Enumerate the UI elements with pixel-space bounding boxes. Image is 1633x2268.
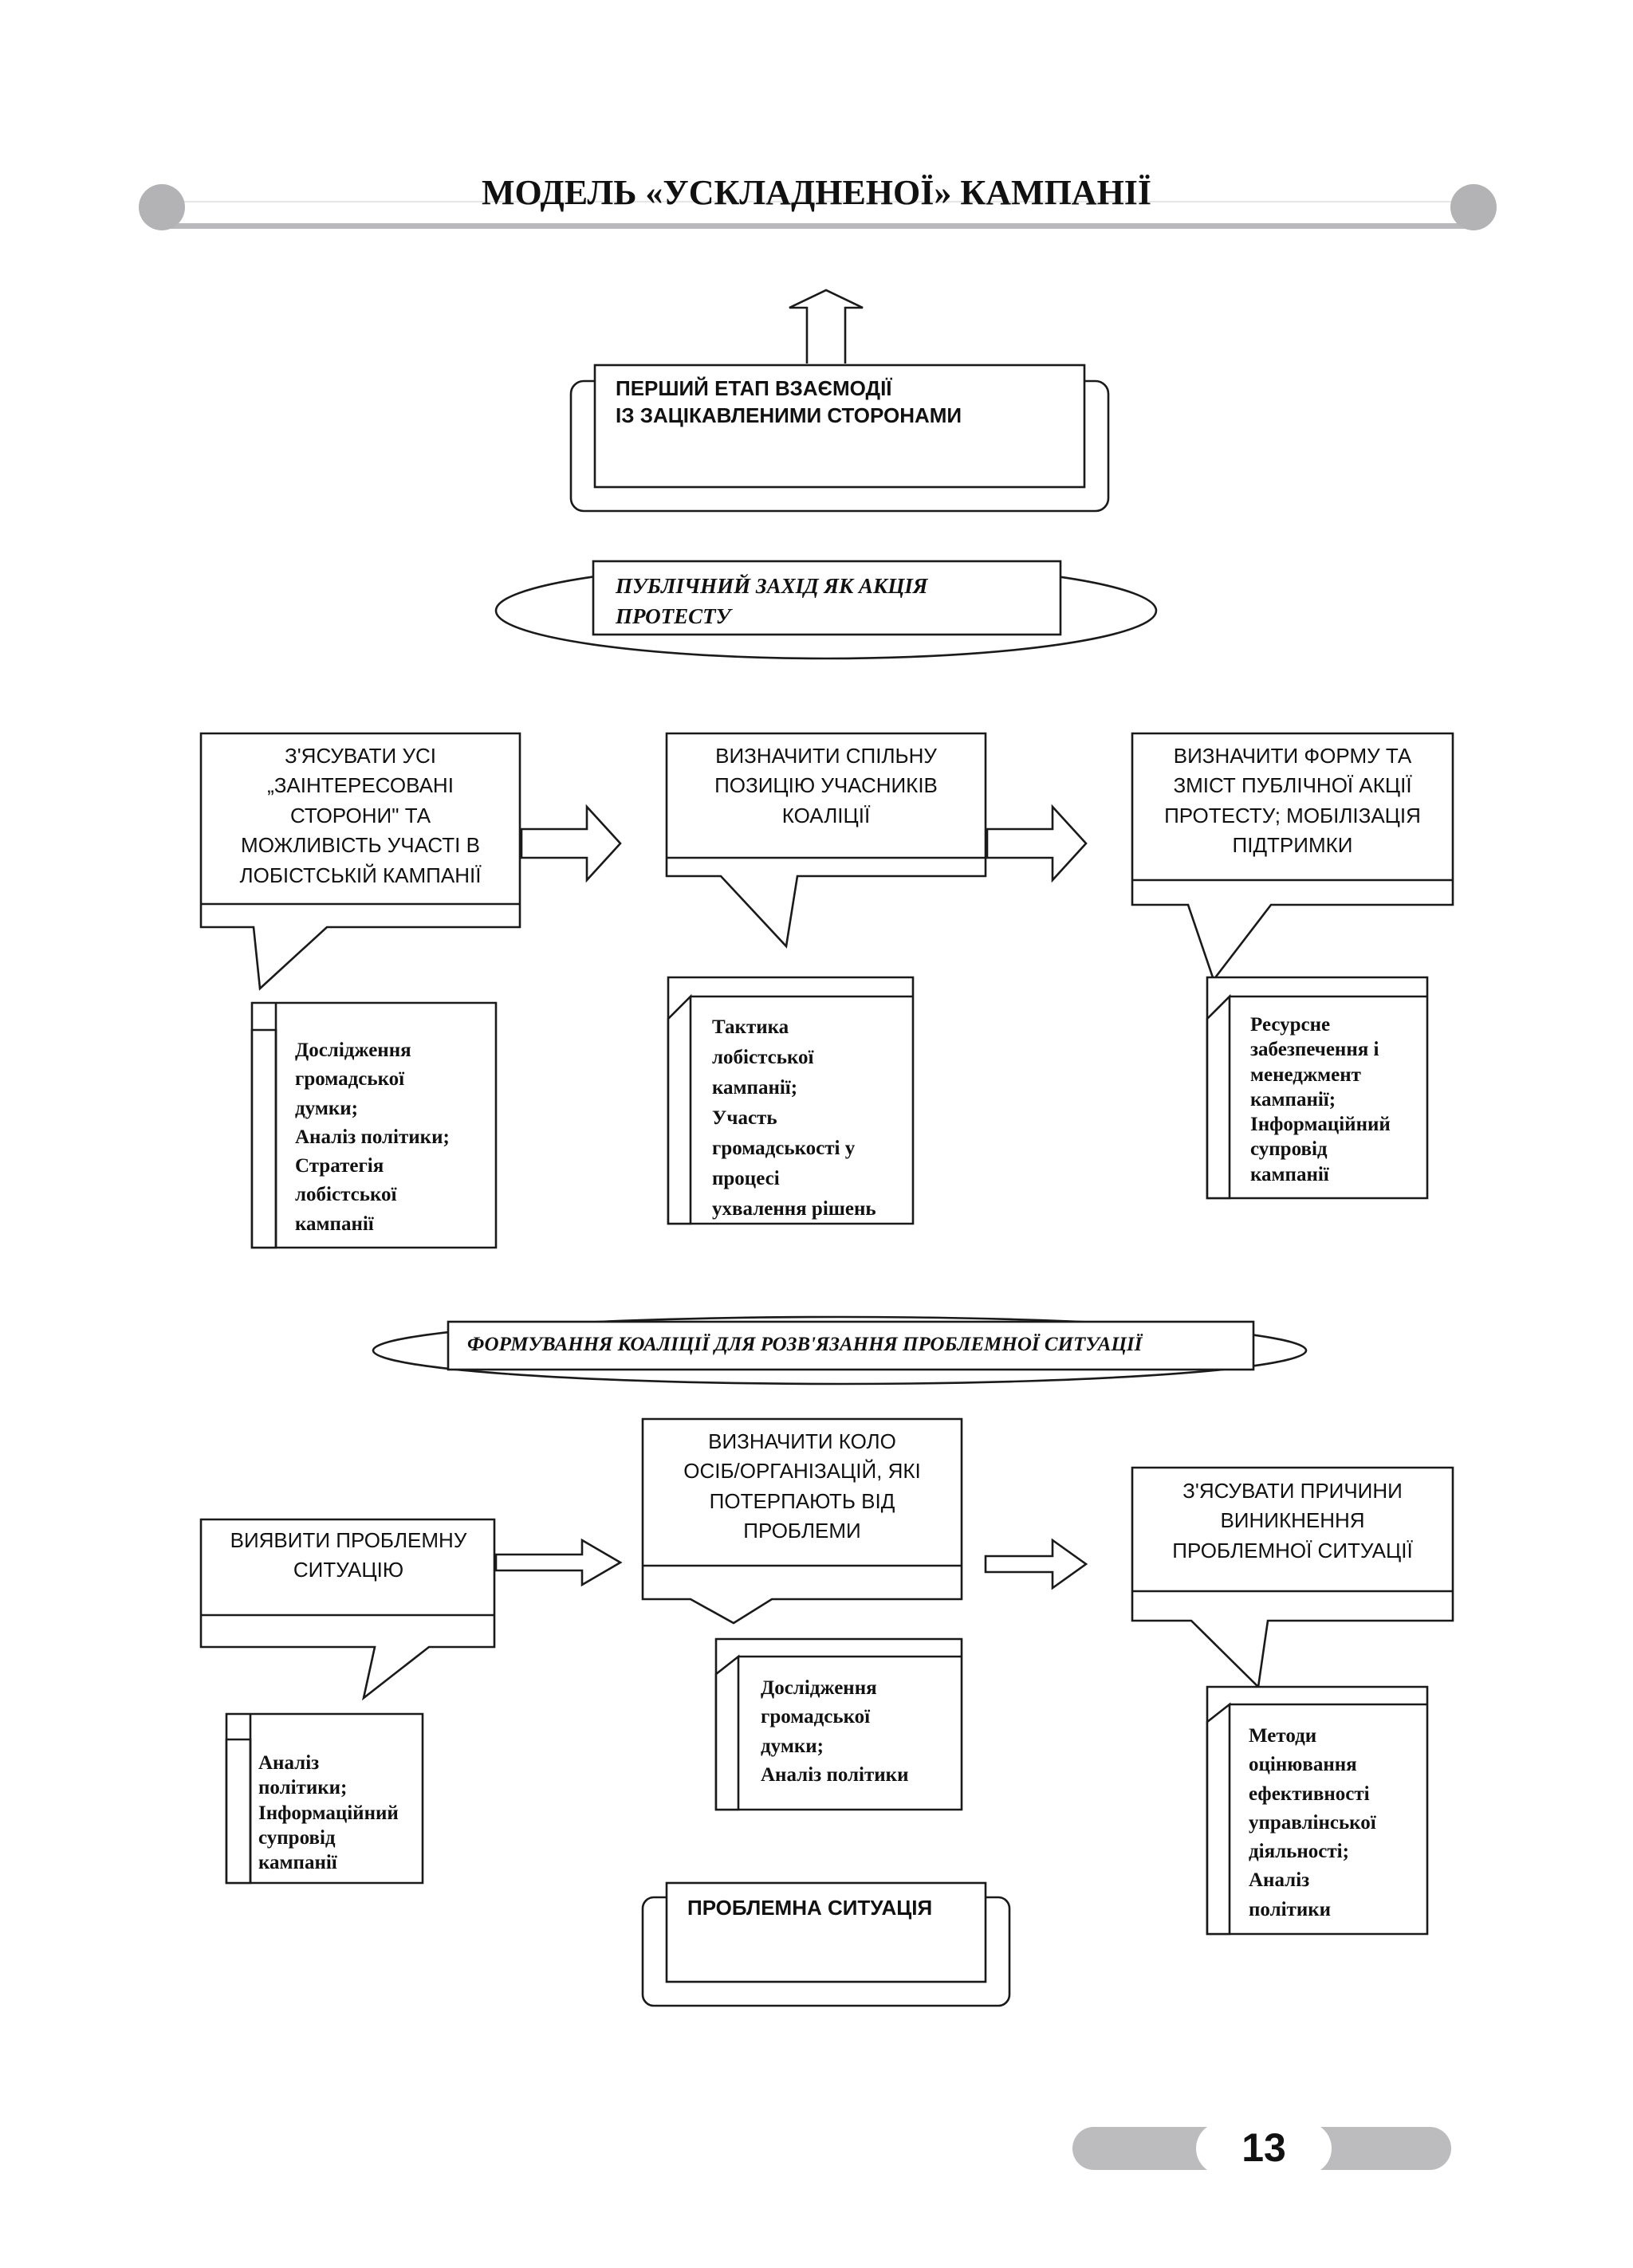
coalition-banner xyxy=(372,1315,1308,1386)
upper-tool-1-label: Дослідження громадської думки; Аналіз по… xyxy=(295,1040,450,1235)
upper-step-1-box xyxy=(199,732,521,991)
upper-tool-3-frame xyxy=(1206,976,1429,1200)
upper-step-1-label: З'ЯСУВАТИ УСІ „ЗАІНТЕРЕСОВАНІ СТОРОНИ" Т… xyxy=(239,744,482,887)
problem-title: ПРОБЛЕМНА СИТУАЦІЯ xyxy=(687,1896,933,1920)
arrow-right-icon xyxy=(984,1538,1088,1590)
public-event-banner-label: ПУБЛІЧНИЙ ЗАХІД ЯК АКЦІЯ ПРОТЕСТУ xyxy=(616,574,928,629)
up-arrow xyxy=(789,289,864,364)
lower-step-3-box xyxy=(1131,1466,1454,1689)
upper-step-2-label: ВИЗНАЧИТИ СПІЛЬНУ ПОЗИЦІЮ УЧАСНИКІВ КОАЛ… xyxy=(714,744,938,827)
lower-step-2-label: ВИЗНАЧИТИ КОЛО ОСІБ/ОРГАНІЗАЦІЙ, ЯКІ ПОТ… xyxy=(683,1429,921,1543)
page-title: МОДЕЛЬ «УСКЛАДНЕНОЇ» КАМПАНІЇ xyxy=(481,173,1152,212)
upper-tool-2-label: Тактика лобістської кампанії; Участь гро… xyxy=(712,1016,876,1220)
problem-box xyxy=(641,1881,1011,2007)
header-bar xyxy=(139,184,1497,230)
upper-step-2-box xyxy=(665,732,987,949)
upper-step-3-label: ВИЗНАЧИТИ ФОРМУ ТА ЗМІСТ ПУБЛІЧНОЇ АКЦІЇ… xyxy=(1164,744,1421,858)
upper-step-3-box xyxy=(1131,732,1454,982)
arrow-right-icon xyxy=(986,804,1088,883)
lower-tool-3-frame xyxy=(1206,1685,1429,1936)
lower-tool-2-frame xyxy=(714,1637,963,1811)
upper-tool-2-frame xyxy=(667,976,915,1225)
lower-step-2-box xyxy=(641,1417,963,1625)
lower-tool-2-label: Дослідження громадської думки; Аналіз по… xyxy=(761,1677,909,1786)
coalition-banner-label: ФОРМУВАННЯ КОАЛІЦІЇ ДЛЯ РОЗВ'ЯЗАННЯ ПРОБ… xyxy=(467,1334,1143,1355)
lower-tool-1-frame xyxy=(225,1712,424,1885)
arrow-right-icon xyxy=(494,1538,623,1587)
lower-tool-3-label: Методи оцінювання ефективності управлінс… xyxy=(1249,1725,1376,1920)
lower-step-1-label: ВИЯВИТИ ПРОБЛЕМНУ СИТУАЦІЮ xyxy=(230,1528,467,1582)
lower-step-3-label: З'ЯСУВАТИ ПРИЧИНИ ВИНИКНЕННЯ ПРОБЛЕМНОЇ … xyxy=(1172,1479,1413,1562)
stage-title: ПЕРШИЙ ЕТАП ВЗАЄМОДІЇ ІЗ ЗАЦІКАВЛЕНИМИ С… xyxy=(616,376,962,428)
lower-step-1-box xyxy=(199,1518,496,1701)
lower-tool-1-label: Аналіз політики; Інформаційний супровід … xyxy=(258,1752,399,1873)
upper-tool-1-frame xyxy=(250,1001,498,1249)
upper-tool-3-label: Ресурсне забезпечення і менеджмент кампа… xyxy=(1250,1014,1391,1185)
stage-box xyxy=(569,364,1110,513)
public-event-banner xyxy=(494,560,1158,660)
page-number: 13 xyxy=(1241,2125,1286,2170)
arrow-right-icon xyxy=(520,804,622,883)
page-number-bar xyxy=(1072,2122,1451,2175)
